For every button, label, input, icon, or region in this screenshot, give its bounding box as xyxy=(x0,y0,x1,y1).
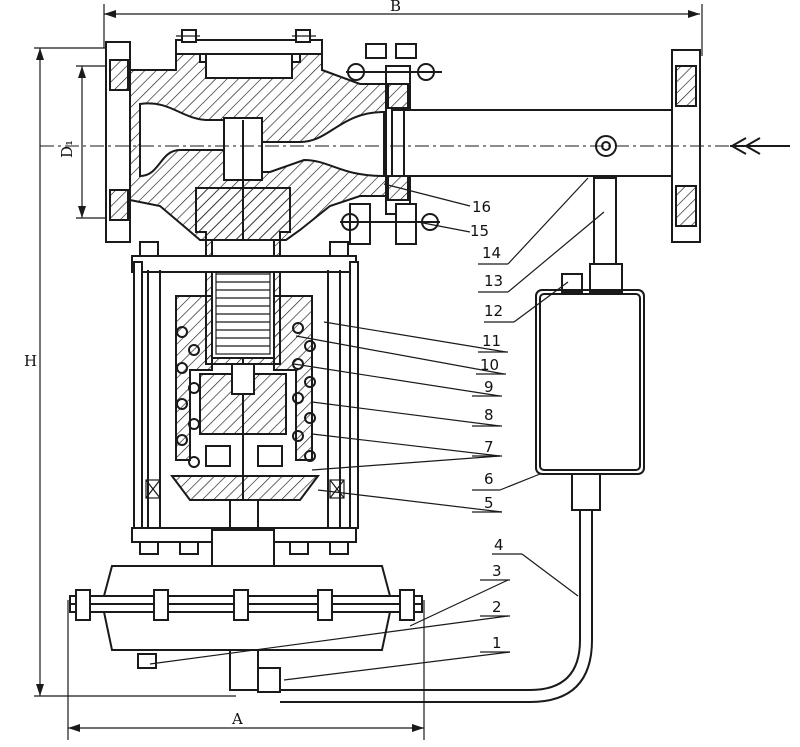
svg-text:9: 9 xyxy=(484,378,494,396)
svg-text:11: 11 xyxy=(482,332,501,350)
diaphragm-actuator xyxy=(69,565,423,693)
dimension-b: B xyxy=(103,0,703,56)
svg-text:4: 4 xyxy=(494,536,504,554)
dimension-h-label: H xyxy=(24,352,37,370)
callout-5: 5 xyxy=(317,489,503,513)
condensate-tank xyxy=(535,263,645,511)
callout-10: 10 xyxy=(295,335,506,375)
callout-2: 2 xyxy=(149,598,510,665)
svg-text:5: 5 xyxy=(484,494,494,512)
callout-12: 12 xyxy=(484,281,569,323)
flow-direction-arrow-icon xyxy=(729,137,790,155)
svg-text:10: 10 xyxy=(480,356,499,374)
callout-1: 1 xyxy=(283,634,511,681)
dimension-d1: D₁ xyxy=(58,65,112,219)
spring-coils xyxy=(176,322,316,468)
callout-11: 11 xyxy=(323,321,508,353)
svg-text:2: 2 xyxy=(492,598,502,616)
callout-14: 14 xyxy=(478,177,589,265)
dimension-d1-label: D₁ xyxy=(58,140,76,158)
callout-13: 13 xyxy=(478,211,605,293)
svg-text:8: 8 xyxy=(484,406,494,424)
svg-text:13: 13 xyxy=(484,272,503,290)
callout-16: 16 xyxy=(383,183,491,216)
dimension-a-label: A xyxy=(231,710,243,728)
svg-text:3: 3 xyxy=(492,562,502,580)
callout-9: 9 xyxy=(293,363,502,397)
svg-text:15: 15 xyxy=(470,222,489,240)
actuator-column xyxy=(131,187,359,567)
svg-text:14: 14 xyxy=(482,244,501,262)
svg-text:6: 6 xyxy=(484,470,494,488)
outlet-pipe xyxy=(40,49,760,265)
callout-4: 4 xyxy=(492,536,579,597)
impulse-tube xyxy=(280,510,593,703)
svg-text:12: 12 xyxy=(484,302,503,320)
callout-8: 8 xyxy=(311,401,502,427)
callout-15: 15 xyxy=(417,221,489,240)
callout-3: 3 xyxy=(409,562,510,627)
callout-6: 6 xyxy=(472,470,541,491)
dimension-a: A xyxy=(67,600,425,740)
dimension-b-label: B xyxy=(390,0,401,15)
callout-7: 7 xyxy=(311,433,502,471)
svg-text:16: 16 xyxy=(472,198,491,216)
svg-text:1: 1 xyxy=(492,634,502,652)
valve-body xyxy=(105,29,442,560)
svg-text:7: 7 xyxy=(484,438,494,456)
